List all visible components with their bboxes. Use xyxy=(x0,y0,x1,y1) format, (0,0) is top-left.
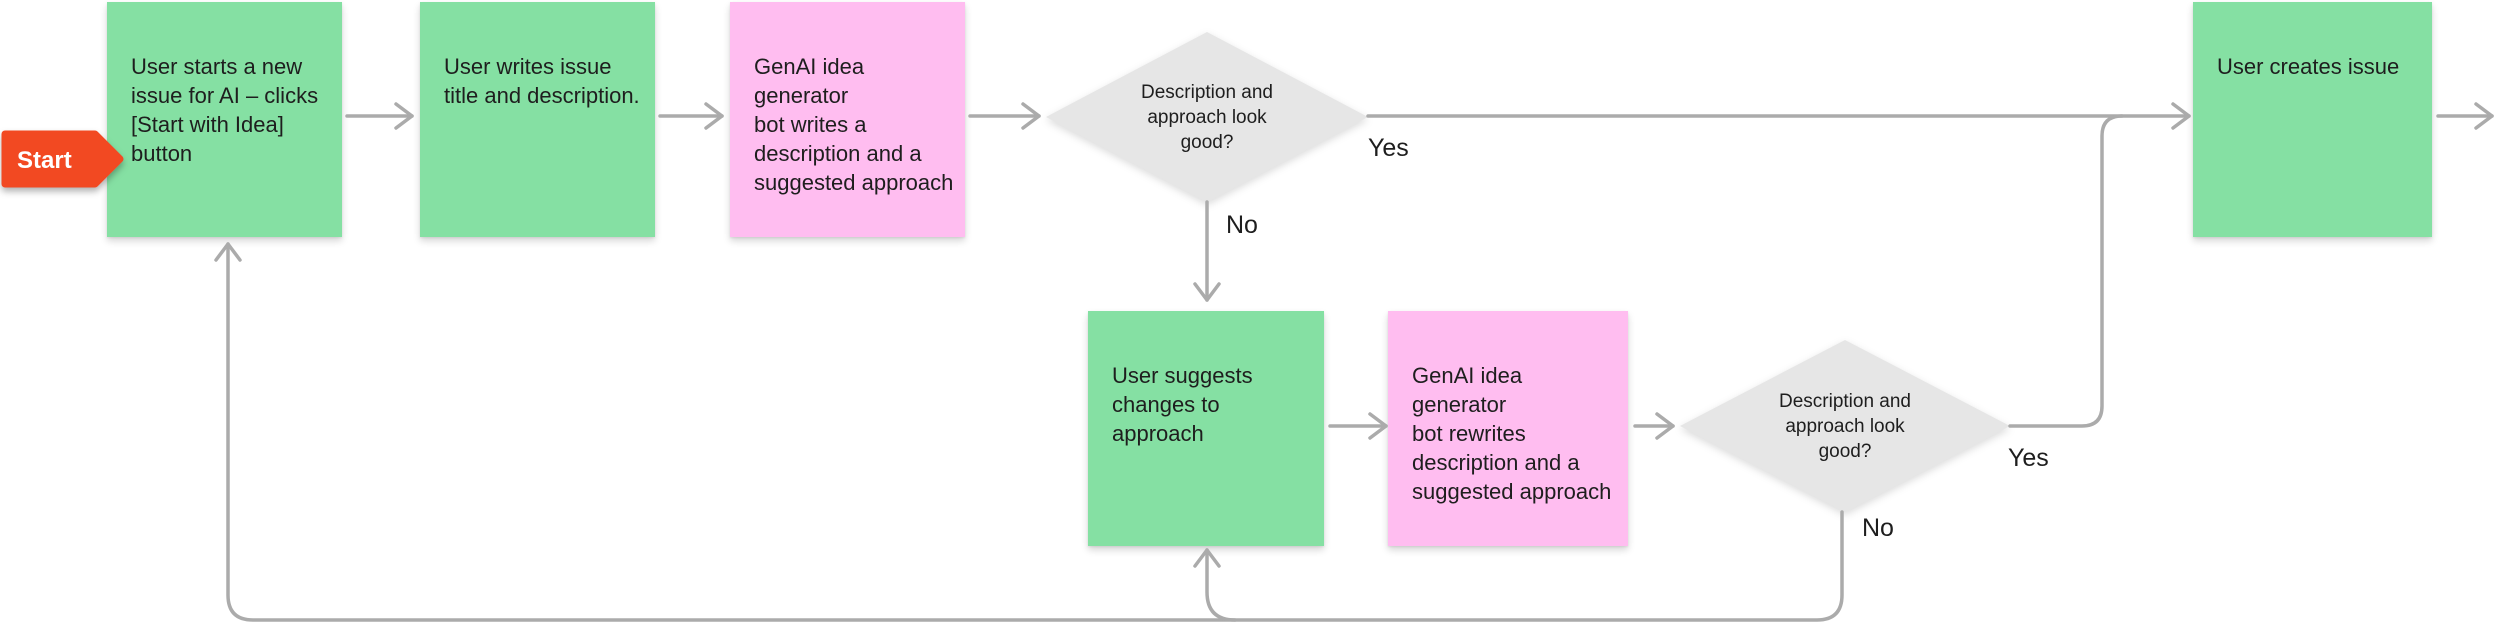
decision-diamond-1[interactable]: Description and approach look good? xyxy=(1046,32,1368,202)
sticky-note-bot-writes[interactable]: GenAI idea generator bot writes a descri… xyxy=(730,2,965,237)
edge-label-decision2-no[interactable]: No xyxy=(1862,514,1894,542)
connector-decision2-yes-merge[interactable] xyxy=(2008,114,2124,428)
start-tag-label: Start xyxy=(17,147,72,174)
edge-label-decision2-yes[interactable]: Yes xyxy=(2008,444,2049,472)
sticky-note-write-title[interactable]: User writes issue title and description. xyxy=(420,2,655,237)
start-tag[interactable]: Start xyxy=(1,130,124,188)
sticky-note-bot-rewrites-text: GenAI idea generator bot rewrites descri… xyxy=(1412,363,1612,504)
decision-diamond-2-shape: Description and approach look good? xyxy=(1680,340,2010,512)
decision-diamond-1-text: Description and approach look good? xyxy=(1140,81,1274,153)
sticky-note-bot-rewrites[interactable]: GenAI idea generator bot rewrites descri… xyxy=(1388,311,1628,546)
decision-diamond-2[interactable]: Description and approach look good? xyxy=(1680,340,2010,512)
connector-loop-branch-to-suggestchanges[interactable] xyxy=(1193,548,1237,622)
sticky-note-new-issue[interactable]: User starts a new issue for AI – clicks … xyxy=(107,2,342,237)
sticky-note-suggest-changes-text: User suggests changes to approach xyxy=(1112,363,1253,446)
edge-label-decision1-yes[interactable]: Yes xyxy=(1368,134,1409,162)
sticky-note-create-issue[interactable]: User creates issue xyxy=(2193,2,2432,237)
decision-diamond-1-shape: Description and approach look good? xyxy=(1046,32,1368,202)
start-tag-shape xyxy=(1,130,124,188)
sticky-note-suggest-changes[interactable]: User suggests changes to approach xyxy=(1088,311,1324,546)
sticky-note-bot-writes-text: GenAI idea generator bot writes a descri… xyxy=(754,54,954,195)
decision-diamond-2-text: Description and approach look good? xyxy=(1778,390,1912,462)
sticky-note-write-title-text: User writes issue title and description. xyxy=(444,54,640,108)
edge-label-decision1-no[interactable]: No xyxy=(1226,211,1258,239)
sticky-note-create-issue-text: User creates issue xyxy=(2217,54,2400,79)
sticky-note-new-issue-text: User starts a new issue for AI – clicks … xyxy=(131,54,319,166)
